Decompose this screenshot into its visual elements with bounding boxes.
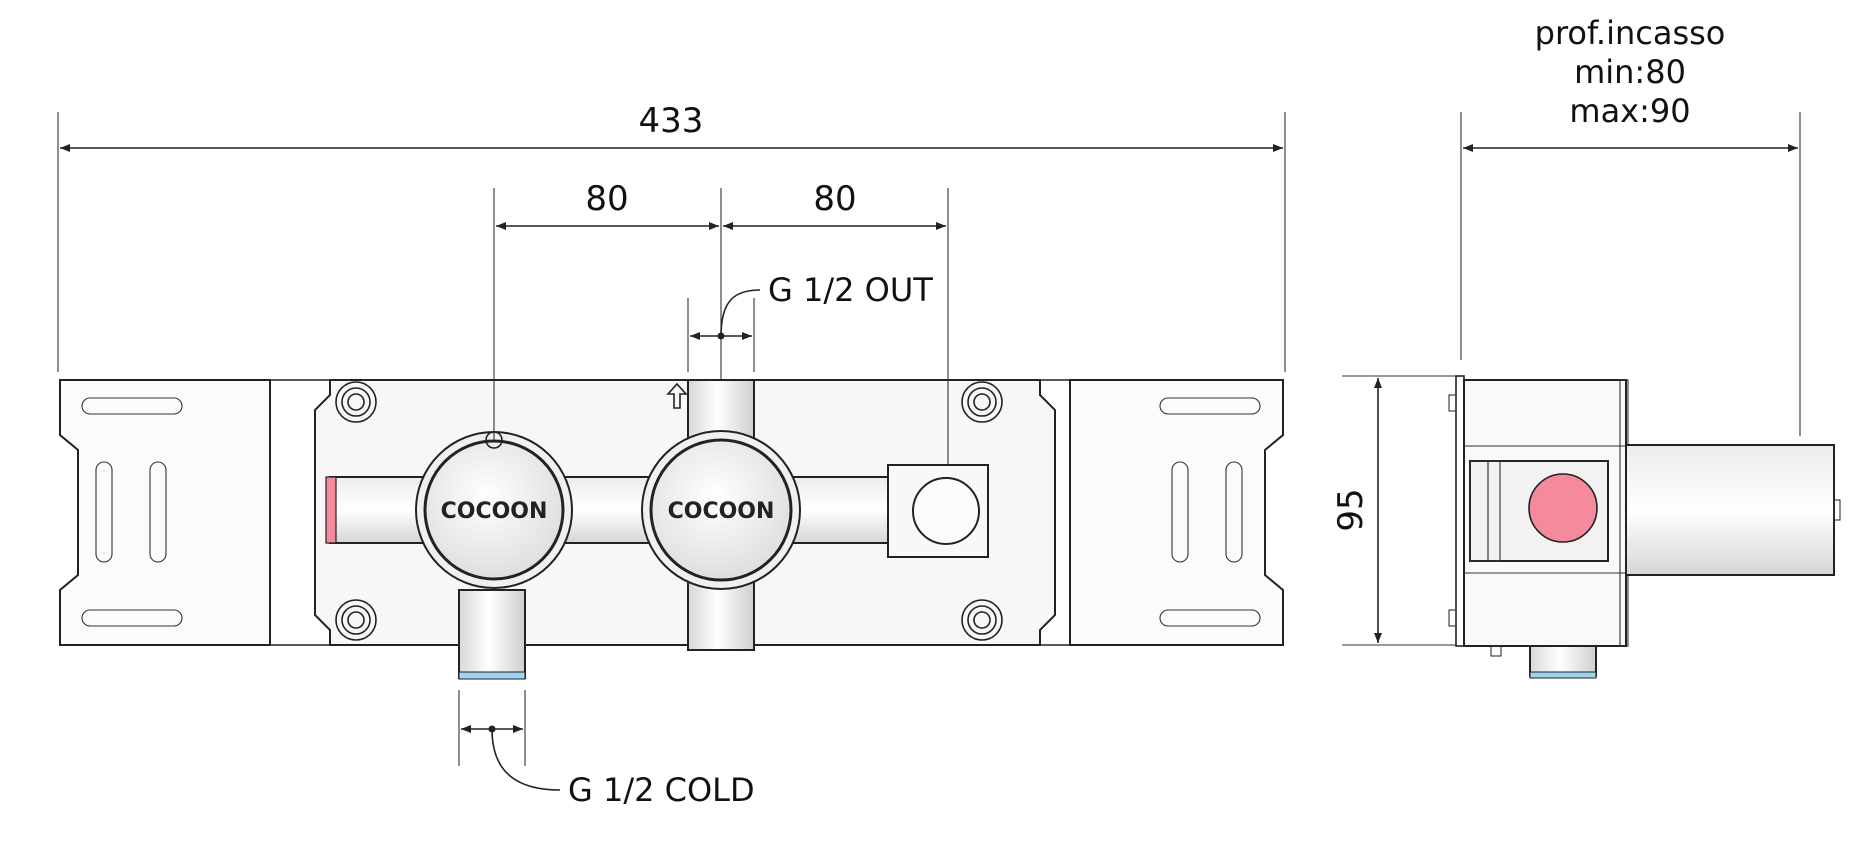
- dim-spacing-left-label: 80: [585, 179, 628, 219]
- right-cartridge-brand: COCOON: [668, 499, 775, 524]
- depth-max: max:90: [1569, 92, 1690, 130]
- callout-outlet-label: G 1/2 OUT: [768, 271, 933, 309]
- callout-cold-label: G 1/2 COLD: [568, 771, 755, 809]
- dim-spacing-left: 80: [493, 179, 722, 440]
- left-cartridge: COCOON: [415, 431, 573, 589]
- dim-height: 95: [1331, 375, 1456, 646]
- diverter-block: [887, 464, 989, 558]
- side-cold-pipe: [1529, 645, 1597, 677]
- left-slot-bottom: [81, 609, 183, 627]
- side-view: prof.incasso min:80 max:90 95: [1331, 14, 1841, 679]
- cold-inlet-pipe: [458, 589, 526, 679]
- right-mounting-plate: [1069, 379, 1284, 646]
- right-cartridge: COCOON: [641, 430, 801, 590]
- left-mounting-plate: [59, 379, 271, 646]
- dim-spacing-right: 80: [723, 179, 949, 465]
- depth-title: prof.incasso: [1535, 14, 1726, 52]
- cold-inlet-marker: [458, 671, 526, 680]
- left-slot-vertical-2: [149, 461, 167, 563]
- flow-up-arrow-icon: [666, 382, 688, 409]
- dim-spacing-right-label: 80: [813, 179, 856, 219]
- right-slot-vertical-1: [1171, 461, 1189, 563]
- hot-inlet-marker: [325, 476, 337, 544]
- dim-depth: [1460, 112, 1801, 436]
- screw-bottom-right: [961, 599, 1003, 641]
- left-cartridge-brand: COCOON: [441, 499, 548, 524]
- dim-overall-width: 433: [57, 101, 1286, 372]
- right-slot-top: [1159, 397, 1261, 415]
- dim-height-label: 95: [1331, 488, 1371, 531]
- callout-outlet: G 1/2 OUT: [687, 271, 933, 372]
- outlet-pipe-bottom: [687, 579, 755, 651]
- screw-bottom-left: [335, 599, 377, 641]
- callout-cold: G 1/2 COLD: [458, 690, 755, 809]
- horizontal-pipe: [329, 476, 896, 544]
- side-rear-pipe: [1625, 444, 1835, 576]
- side-face-plate: [1455, 375, 1465, 647]
- left-slot-vertical-1: [95, 461, 113, 563]
- left-slot-top: [81, 397, 183, 415]
- right-slot-bottom: [1159, 609, 1261, 627]
- depth-min: min:80: [1574, 53, 1686, 91]
- front-view: COCOON COCOON 433 80: [57, 101, 1286, 809]
- side-hot-marker: [1528, 473, 1598, 543]
- dim-overall-width-label: 433: [639, 101, 704, 141]
- screw-top-right: [961, 381, 1003, 423]
- screw-top-left: [335, 381, 377, 423]
- right-slot-vertical-2: [1225, 461, 1243, 563]
- side-cold-marker: [1529, 671, 1597, 679]
